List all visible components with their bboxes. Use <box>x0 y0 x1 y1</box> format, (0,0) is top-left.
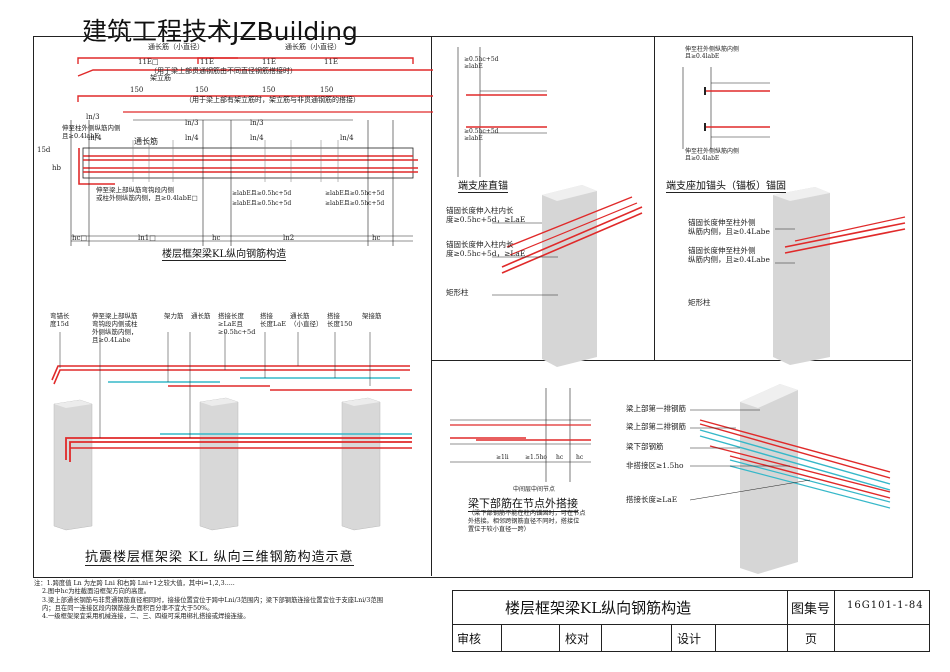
check-label: 校对 <box>565 632 590 646</box>
caption-3d: 抗震楼层框架梁 KL 纵向三维钢筋构造示意 <box>85 546 354 566</box>
ln3-1: ln/3 <box>86 113 100 121</box>
lap-val-1: 150 <box>130 86 144 94</box>
label-ln-lead: 11E□ <box>138 58 159 66</box>
title-block-title: 楼层框架梁KL纵向钢筋构造 <box>505 599 692 617</box>
label-ln-1: 11E <box>200 58 215 66</box>
straight-label-2: 锚固长度伸入柱内长 度≥0.5hc+5d，≥LaE <box>446 240 526 258</box>
caption-lap-outside: 梁下部筋在节点外搭接 <box>468 497 578 512</box>
legend-7: 通长筋 （小直径） <box>290 312 323 328</box>
note-top: （用于梁上部贯通钢筋由不同直径钢筋搭接时） <box>150 67 297 75</box>
joint-sub: 中间层中间节点 <box>513 486 556 493</box>
label-lap: 架立筋 <box>150 74 171 82</box>
joint-dim-2: ≥1.5ho <box>525 454 548 461</box>
kl-3d-illustration <box>51 332 412 531</box>
joint-dim-4: hc <box>576 454 584 461</box>
lap3d-label-1: 梁上部第一排钢筋 <box>626 404 686 413</box>
ln4-3: ln/4 <box>250 134 264 142</box>
caption-straight-anchor: 端支座直锚 <box>458 177 508 193</box>
legend-3: 架力筋 <box>164 312 184 320</box>
legend-2: 伸至梁上部纵筋 弯钩段内侧或柱 外侧纵筋内侧， 且≥0.4Labe <box>92 312 138 344</box>
lap-3d-diagram <box>689 384 891 574</box>
design-notes: 注：1.跨度值 Ln 为左跨 Lni 和右跨 Lni+1之较大值，其中i=1,2… <box>34 580 384 621</box>
atlas-number: 16G101-1-84 <box>847 600 924 611</box>
divider-v-right <box>654 37 655 360</box>
label-through-2: 通长筋（小直径） <box>285 43 341 51</box>
legend-4: 通长筋 <box>191 312 211 320</box>
label-through-1: 通长筋（小直径） <box>148 43 204 51</box>
caption-anchor-head: 端支座加锚头（锚板）锚固 <box>666 177 786 193</box>
lap-val-2: 150 <box>195 86 209 94</box>
page-label: 页 <box>805 632 818 646</box>
legend-9: 架接筋 <box>362 312 382 320</box>
head-label-2: 锚固长度伸至柱外侧 纵筋内侧，且≥0.4Labe <box>688 246 770 264</box>
straight-dim-bottom: ≥0.5hc+5d ≥labE <box>464 128 499 142</box>
dim-ln1: ln1□ <box>138 234 156 242</box>
ln4-1: ln/4 <box>88 134 102 142</box>
atlas-label: 图集号 <box>791 602 831 617</box>
divider-v-main <box>431 37 432 576</box>
title-block: 楼层框架梁KL纵向钢筋构造 图集号 16G101-1-84 审核 校对 设计 页 <box>452 590 930 652</box>
anchor-b: ≥labE且≥0.5hc+5d <box>232 200 292 207</box>
lap3d-label-2: 梁上部第二排钢筋 <box>626 422 686 431</box>
through-tag: 通长筋 <box>134 137 158 146</box>
straight-label-3: 矩形柱 <box>446 288 469 297</box>
divider-h-right <box>431 360 911 361</box>
anchor-note: 伸至柱外侧纵筋内侧 且≥0.4labE <box>62 124 121 140</box>
lap-outside-joint-diagram <box>450 388 591 482</box>
head-label-1: 锚固长度伸至柱外侧 纵筋内侧，且≥0.4Labe <box>688 218 770 236</box>
straight-anchor-diagram <box>457 47 643 367</box>
ln4-2: ln/4 <box>185 134 199 142</box>
left-dim-2: hb <box>52 164 61 172</box>
drawing-frame <box>33 36 913 578</box>
design-label: 设计 <box>677 632 702 646</box>
dim-ln2: ln2 <box>283 234 295 242</box>
joint-note: （梁下部钢筋不能在柱内锚固时，可在节点 外搭接。相邻跨钢筋直径不同时，搭接位 置… <box>468 510 586 533</box>
ln4-4: ln/4 <box>340 134 354 142</box>
legend-6: 搭接 长度LaE <box>260 312 286 328</box>
dim-hc3: hc <box>372 234 381 242</box>
label-ln-2: 11E <box>262 58 277 66</box>
label-ln-3: 11E <box>324 58 339 66</box>
lap3d-label-3: 梁下部钢筋 <box>626 442 664 451</box>
legend-8: 搭接 长度150 <box>327 312 353 328</box>
straight-dim-top: ≥0.5hc+5d ≥labE <box>464 56 499 70</box>
lap-val-3: 150 <box>262 86 276 94</box>
joint-dim-1: ≥1li <box>496 454 509 461</box>
head-label-3: 矩形柱 <box>688 298 711 307</box>
note-mid: （用于梁上部有架立筋时，架立筋与非贯通钢筋的搭接） <box>185 96 360 104</box>
legend-5: 搭接长度 ≥LaE且 ≥0.5hc+5d <box>218 312 256 336</box>
anchor-a: ≥labE且≥0.5hc+5d <box>232 190 292 197</box>
bottom-anchor-note: 伸至梁上部纵筋弯钩段内侧 或柱外侧纵筋内侧，且≥0.4labE□ <box>96 186 198 202</box>
dim-hc2: hc <box>212 234 221 242</box>
lap3d-label-4: 非搭接区≥1.5ho <box>626 461 684 470</box>
kl-rebar-schematic <box>70 57 433 246</box>
ln3-3: ln/3 <box>250 119 264 127</box>
anchor-c: ≥labE且≥0.5hc+5d <box>325 190 385 197</box>
legend-1: 弯锚长 度15d <box>50 312 70 328</box>
anchor-d: ≥labE且≥0.5hc+5d <box>325 200 385 207</box>
head-note-bottom: 伸至柱外侧纵筋内侧 且≥0.4labE <box>685 148 740 162</box>
ln3-2: ln/3 <box>185 119 199 127</box>
lap-val-4: 150 <box>320 86 334 94</box>
joint-dim-3: hc <box>556 454 564 461</box>
caption-kl-rebar: 楼层框架梁KL纵向钢筋构造 <box>162 245 287 261</box>
watermark-text: 建筑工程技术JZBuilding <box>82 17 358 46</box>
left-dim-1: 15d <box>37 146 51 154</box>
head-note-top: 伸至柱外侧纵筋内侧 且≥0.4labE <box>685 46 740 60</box>
lap3d-label-5: 搭接长度≥LaE <box>626 495 678 504</box>
straight-label-1: 锚固长度伸入柱内长 度≥0.5hc+5d，≥LaE <box>446 206 526 224</box>
review-label: 审核 <box>457 632 482 646</box>
anchor-head-diagram <box>682 67 906 365</box>
dim-hc1: hc□ <box>72 234 88 242</box>
